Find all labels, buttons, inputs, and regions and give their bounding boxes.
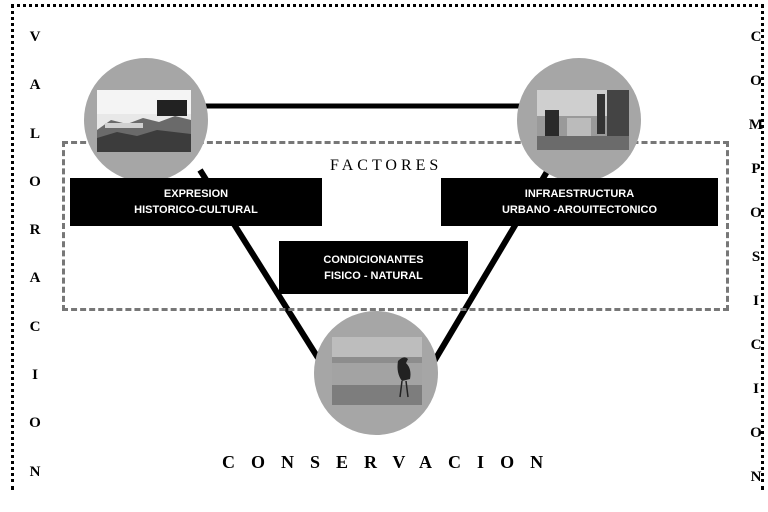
box-line-2: URBANO -AROUITECTONICO [501,204,657,216]
historic-photo [97,90,191,152]
vertical-letter: O [750,73,762,89]
nature-photo-circle [314,311,438,435]
factors-title: FACTORES [330,157,443,174]
vertical-letter: M [748,117,764,133]
infraestructura-urbano-box: INFRAESTRUCTURA URBANO -AROUITECTONICO [441,178,718,226]
vertical-letter: O [750,425,762,441]
vertical-letter: A [29,270,41,287]
valoracion-vertical-label: V A L O R A C I O N [23,28,47,511]
vertical-letter: R [29,222,41,239]
vertical-letter: N [29,463,41,480]
vertical-letter: O [29,173,41,190]
box-line-1: EXPRESION [163,188,229,200]
vertical-letter: O [750,205,762,221]
vertical-letter: C [29,318,41,335]
nature-photo [332,337,422,405]
vertical-letter: I [753,381,759,397]
vertical-letter: N [750,469,762,485]
box-line-1: CONDICIONANTES [323,253,424,266]
composicion-vertical-label: C O M P O S I C I O N [744,28,768,512]
vertical-letter: P [751,161,761,177]
vertical-letter: O [29,415,41,432]
vertical-letter: C [750,337,762,353]
historic-photo-circle [84,58,208,182]
expresion-historico-cultural-box: EXPRESION HISTORICO-CULTURAL [70,178,322,226]
vertical-letter: S [751,249,761,265]
box-line-2: HISTORICO-CULTURAL [134,204,258,216]
condicionantes-fisico-natural-box: CONDICIONANTES FISICO - NATURAL [279,241,468,294]
outer-dotted-border [11,4,764,490]
box-line-2: FISICO - NATURAL [324,269,423,282]
vertical-letter: I [32,367,38,384]
factors-dashed-frame [62,141,729,311]
vertical-letter: I [753,293,759,309]
vertical-letter: V [29,29,41,45]
vertical-letter: A [29,77,41,94]
urban-photo [537,90,629,150]
urban-photo-circle [517,58,641,182]
box-line-1: INFRAESTRUCTURA [524,188,635,200]
vertical-letter: C [750,29,762,45]
conservacion-title: CONSERVACION [222,452,560,472]
vertical-letter: L [29,125,40,142]
